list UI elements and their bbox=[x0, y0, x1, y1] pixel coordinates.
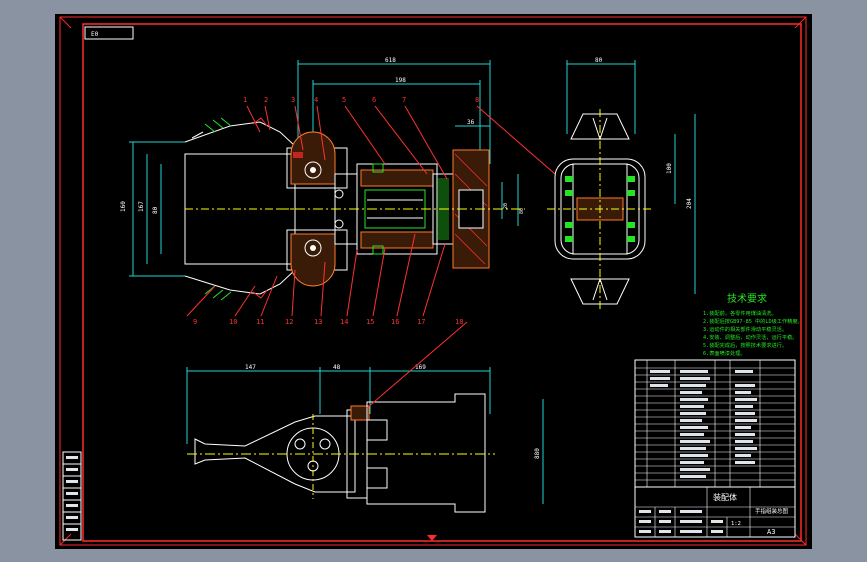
bottom-dim-880: 880 bbox=[534, 448, 541, 459]
bottom-view: 147 48 169 880 18 bbox=[186, 318, 544, 513]
side-dim-100: 100 bbox=[666, 163, 673, 174]
inner-border bbox=[82, 23, 802, 542]
part-label-9: 9 bbox=[193, 318, 197, 326]
stamp-text: E0 bbox=[91, 31, 99, 38]
part-label-10: 10 bbox=[229, 318, 237, 326]
dim-167-text: 167 bbox=[138, 201, 145, 212]
part-label-1: 1 bbox=[243, 96, 247, 104]
part-label-8: 8 bbox=[475, 96, 479, 104]
dim-36-text: 36 bbox=[467, 119, 475, 126]
bottom-dim-147: 147 bbox=[245, 364, 256, 371]
note-2: 2.装配后按GB97-85 中的LD级工作精度。 bbox=[703, 317, 803, 325]
dim-80b-text: 80 bbox=[519, 208, 525, 214]
part-label-14: 14 bbox=[340, 318, 348, 326]
part-label-16: 16 bbox=[391, 318, 399, 326]
side-view: 80 100 204 bbox=[547, 57, 696, 309]
corner-mark bbox=[794, 16, 807, 29]
note-1: 1.装配前，各零件用煤油清洗。 bbox=[703, 309, 777, 317]
part-label-17: 17 bbox=[417, 318, 425, 326]
part-label-18: 18 bbox=[455, 318, 463, 326]
side-dim-204: 204 bbox=[686, 198, 693, 209]
cad-drawing: E0 618 198 36 160 167 bbox=[59, 16, 807, 546]
notes-title: 技术要求 bbox=[727, 292, 767, 305]
dim-160-text: 160 bbox=[120, 201, 127, 212]
bottom-dim-169: 169 bbox=[415, 364, 426, 371]
bottom-dim-48: 48 bbox=[333, 364, 341, 371]
title-block: 装配体 手指组装总图 1:2 A3 bbox=[634, 486, 796, 538]
note-3: 3.运动件的相关部件滑动平稳灵活。 bbox=[703, 325, 787, 333]
title-sheet-code: A3 bbox=[767, 528, 775, 536]
corner-mark bbox=[794, 533, 807, 546]
part-label-6: 6 bbox=[372, 96, 376, 104]
title-drawing-name: 手指组装总图 bbox=[755, 507, 789, 515]
outer-border bbox=[59, 16, 807, 546]
front-view: 618 198 36 160 167 80 20 80 bbox=[120, 57, 556, 326]
drawing-canvas: E0 618 198 36 160 167 bbox=[55, 14, 812, 549]
parts-list bbox=[634, 359, 796, 488]
part-label-15: 15 bbox=[366, 318, 374, 326]
revision-strip bbox=[62, 451, 82, 541]
part-label-7: 7 bbox=[402, 96, 406, 104]
corner-mark bbox=[59, 16, 72, 29]
dim-618-text: 618 bbox=[385, 57, 396, 64]
center-mark bbox=[427, 535, 437, 541]
dim-80-text: 80 bbox=[152, 206, 159, 214]
technical-notes: 技术要求 1.装配前，各零件用煤油清洗。 2.装配后按GB97-85 中的LD级… bbox=[703, 292, 803, 357]
part-label-3: 3 bbox=[291, 96, 295, 104]
note-5: 5.装配完成后，按照技术要求进行。 bbox=[703, 341, 787, 349]
dim-20-text: 20 bbox=[503, 203, 509, 209]
part-label-4: 4 bbox=[314, 96, 318, 104]
part-label-11: 11 bbox=[256, 318, 264, 326]
side-dim-80: 80 bbox=[595, 57, 603, 64]
note-4: 4.安装、调整后，动作灵活，运行平稳。 bbox=[703, 333, 797, 341]
note-6: 6.表面喷漆处理。 bbox=[703, 349, 746, 357]
title-part-name: 装配体 bbox=[713, 492, 737, 502]
part-label-13: 13 bbox=[314, 318, 322, 326]
part-label-2: 2 bbox=[264, 96, 268, 104]
part-label-12: 12 bbox=[285, 318, 293, 326]
dim-198-text: 198 bbox=[395, 77, 406, 84]
part-label-5: 5 bbox=[342, 96, 346, 104]
title-scale: 1:2 bbox=[731, 521, 741, 527]
stamp-box: E0 bbox=[84, 26, 134, 40]
